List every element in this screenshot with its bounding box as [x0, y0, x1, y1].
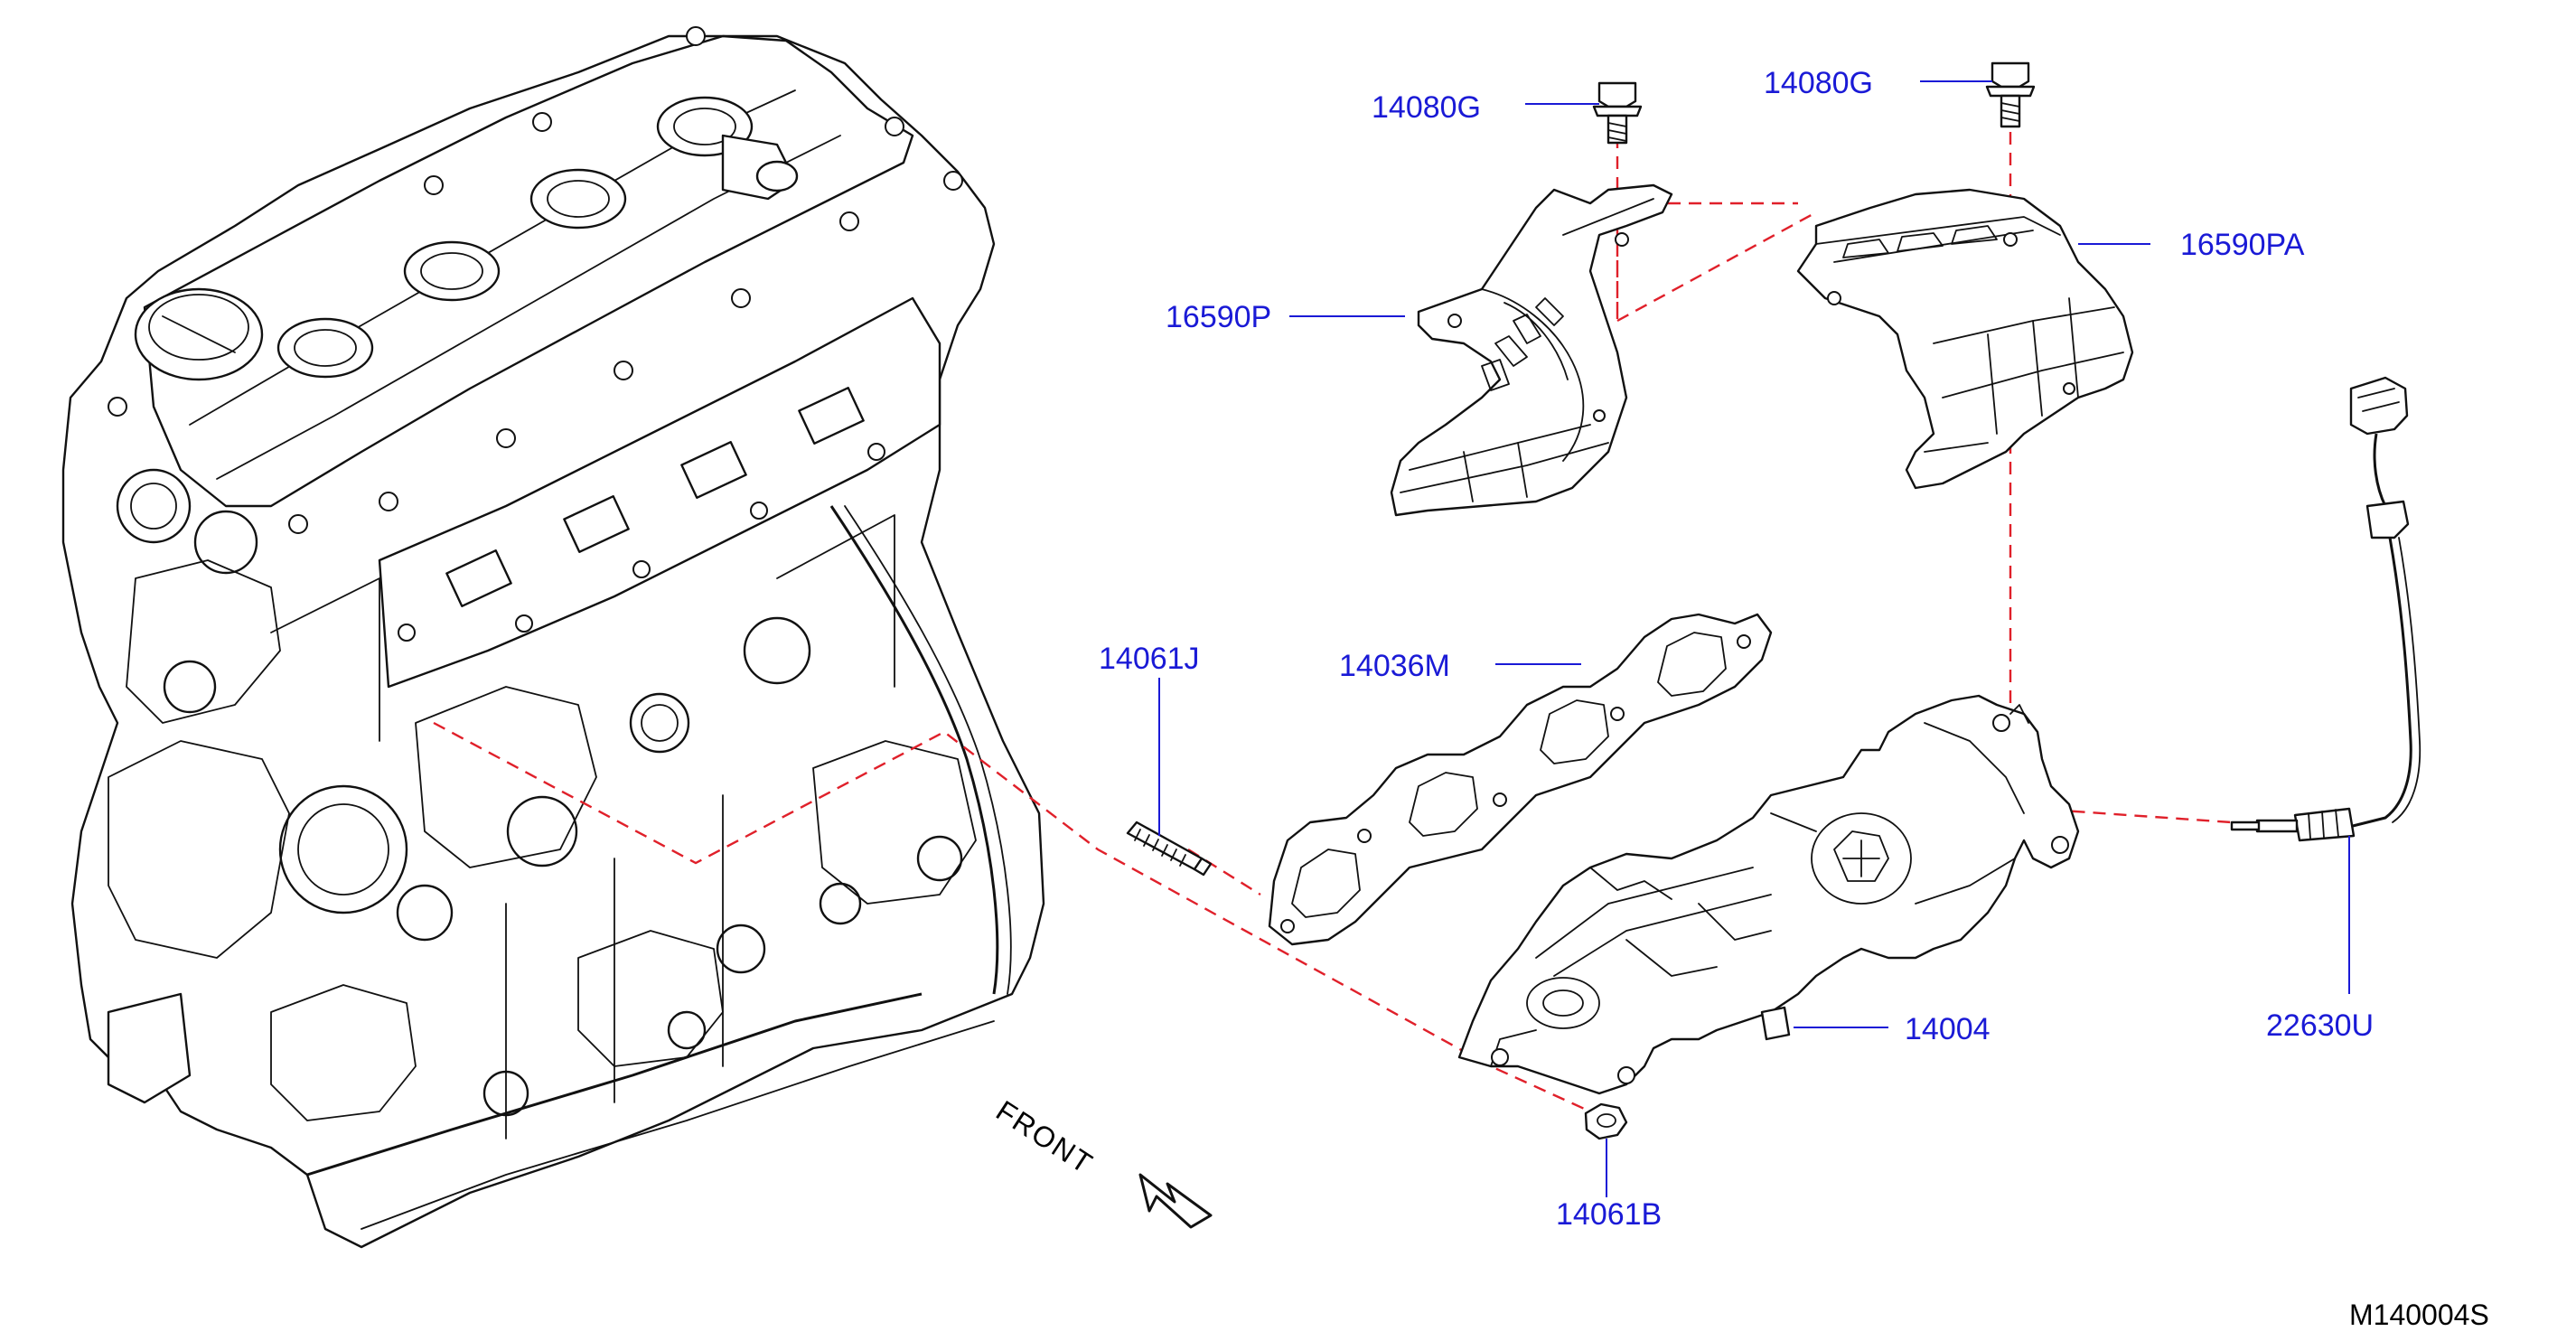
exhaust-manifold-14004-illustration — [1457, 694, 2080, 1095]
heat-shield-16590pa-illustration — [1796, 188, 2134, 490]
nut-14061b-illustration — [1584, 1102, 1628, 1140]
sensor-22630u-illustration — [2230, 376, 2421, 842]
front-direction-marker: FRONT — [990, 1094, 1213, 1229]
bolt-14080g-left-illustration — [1592, 81, 1643, 145]
label-manifold: 14004 — [1905, 1012, 1991, 1046]
label-nut: 14061B — [1556, 1197, 1662, 1232]
leader-lines — [1158, 80, 2350, 1197]
label-heat-shield-left: 16590P — [1166, 300, 1271, 334]
part-labels: 14080G 14080G 16590P 16590PA 14061J 1403… — [1099, 66, 2374, 1232]
stud-14061j-illustration — [1126, 821, 1213, 877]
front-marker-label: FRONT — [990, 1094, 1099, 1181]
label-heat-shield-right: 16590PA — [2180, 228, 2305, 262]
label-stud: 14061J — [1099, 642, 1200, 676]
gasket-14036m-illustration — [1268, 613, 1773, 946]
front-arrow-icon — [1138, 1173, 1213, 1229]
bolt-14080g-right-illustration — [1985, 61, 2036, 128]
diagram-id: M140004S — [2349, 1299, 2489, 1331]
label-sensor: 22630U — [2266, 1008, 2374, 1043]
label-bolt-left: 14080G — [1372, 90, 1481, 125]
engine-block-illustration — [61, 26, 1045, 1249]
heat-shield-16590p-illustration — [1390, 183, 1673, 517]
label-gasket: 14036M — [1339, 649, 1450, 683]
label-bolt-right: 14080G — [1764, 66, 1873, 100]
